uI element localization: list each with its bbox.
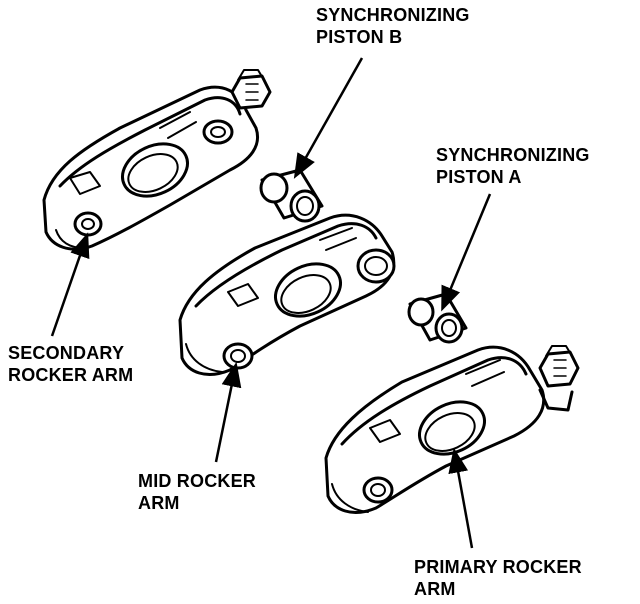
arrow-piston-a <box>441 193 492 312</box>
label-piston-a-line1: SYNCHRONIZING <box>436 145 590 165</box>
label-piston-b-line2: PISTON B <box>316 27 403 47</box>
primary-rocker-arm <box>324 345 580 514</box>
label-primary-line2: ARM <box>414 579 456 599</box>
arrow-primary <box>448 447 474 549</box>
mid-rocker-arm <box>178 213 396 376</box>
label-primary-rocker-arm: PRIMARY ROCKER ARM <box>414 556 582 600</box>
label-mid-rocker-arm: MID ROCKER ARM <box>138 470 256 514</box>
secondary-rocker-arm <box>42 69 272 251</box>
leader-arrows <box>50 57 492 549</box>
label-secondary-line2: ROCKER ARM <box>8 365 134 385</box>
label-secondary-line1: SECONDARY <box>8 343 125 363</box>
label-piston-b-line1: SYNCHRONIZING <box>316 5 470 25</box>
arrow-secondary <box>50 232 90 337</box>
arrow-piston-b <box>293 57 364 179</box>
label-synchronizing-piston-b: SYNCHRONIZING PISTON B <box>316 4 470 48</box>
label-primary-line1: PRIMARY ROCKER <box>414 557 582 577</box>
label-piston-a-line2: PISTON A <box>436 167 522 187</box>
label-mid-line1: MID ROCKER <box>138 471 256 491</box>
arrow-mid <box>214 361 242 463</box>
synchronizing-piston-b <box>259 168 324 223</box>
label-mid-line2: ARM <box>138 493 180 513</box>
label-secondary-rocker-arm: SECONDARY ROCKER ARM <box>8 342 133 386</box>
synchronizing-piston-a <box>407 292 468 344</box>
label-synchronizing-piston-a: SYNCHRONIZING PISTON A <box>436 144 590 188</box>
